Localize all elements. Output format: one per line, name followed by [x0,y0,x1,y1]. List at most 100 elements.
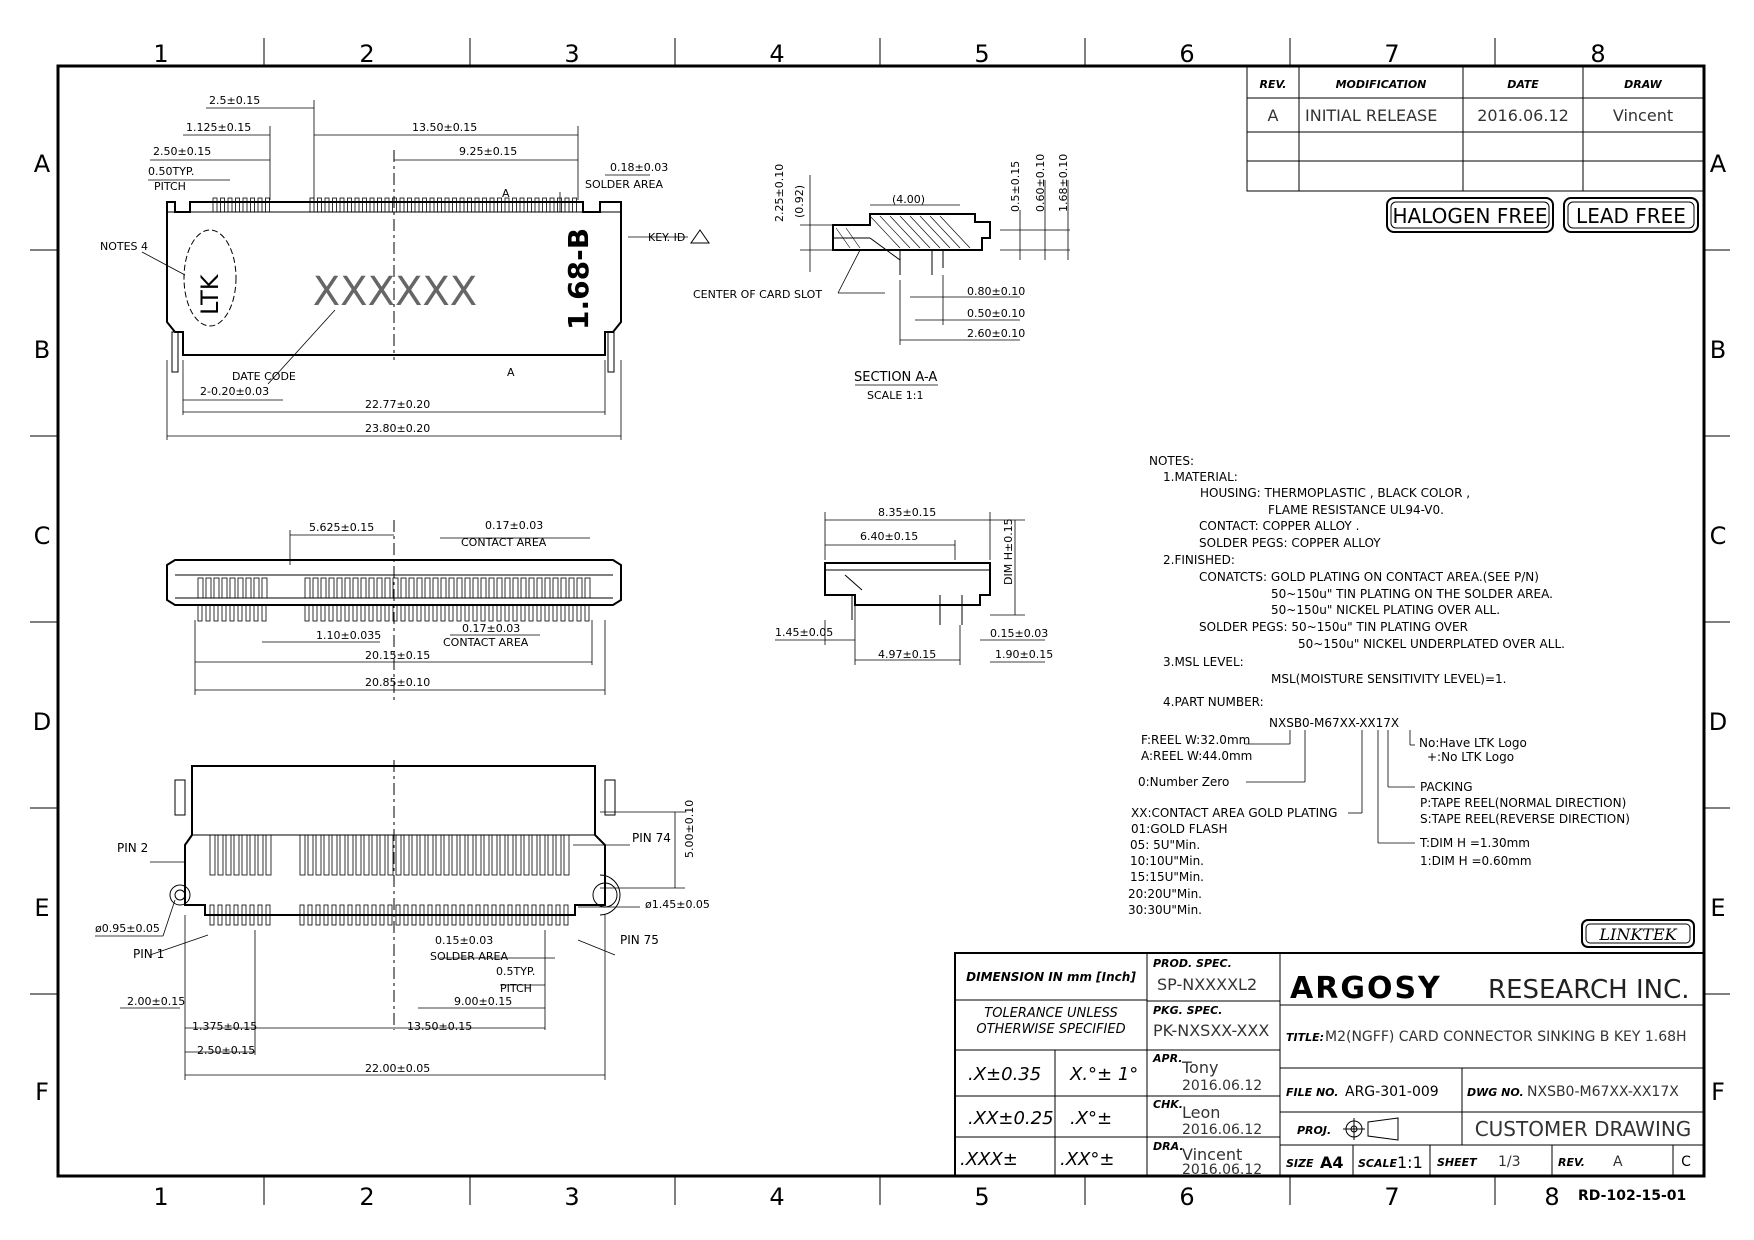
contact-pin [257,197,263,213]
contact-pin [459,197,465,213]
contact-pin [209,834,216,876]
pn-left-5: 05: 5U"Min. [1130,838,1200,852]
rev-cell-modification: INITIAL RELEASE [1305,106,1437,125]
contact-pin [205,604,211,622]
contact-pin [523,834,530,876]
side-dim-8-35: 8.35±0.15 [878,506,936,519]
dim-top-pitch-value: 0.50TYP. [148,165,194,178]
contact-pin [336,577,343,599]
tb-size: A4 [1320,1153,1344,1172]
contact-pin [482,197,487,213]
contact-pin [488,577,495,599]
front-dim-1-10: 1.10±0.035 [316,629,381,642]
contact-pin [408,577,415,599]
pn-left-2: 0:Number Zero [1138,775,1229,789]
contact-pin [414,197,420,213]
contact-pin [422,197,427,213]
contact-pin [459,904,465,926]
pin-1-label: PIN 1 [133,947,164,961]
bottom-dim-22-00: 22.00±0.05 [365,1062,430,1075]
contact-pin [299,834,306,876]
contact-pin [480,604,486,622]
contact-pin [363,904,369,926]
bottom-view-pins [209,834,570,926]
contact-pin [347,834,354,876]
contact-pin [512,577,519,599]
contact-pin [552,577,559,599]
contact-pin [523,904,529,926]
tb-pkg-spec-label: PKG. SPEC. [1153,1004,1222,1017]
front-contact-area-top: CONTACT AREA [461,536,547,549]
contact-pin [452,197,457,213]
contact-pin [528,577,535,599]
tb-tolerance-line1: TOLERANCE UNLESS [984,1006,1117,1021]
contact-pin [474,197,480,213]
contact-pin [456,577,463,599]
top-view-pins [212,197,577,213]
contact-pin [472,577,479,599]
side-dim-dim-h: DIM H±0.15 [1002,518,1015,585]
dim-top-0-18: 0.18±0.03 [610,161,668,174]
contact-pin [403,834,410,876]
side-dim-4-97: 4.97±0.15 [878,648,936,661]
contact-pin [242,197,248,213]
company-name: RESEARCH INC. [1488,975,1690,1005]
tb-tol-ang2: .X°± [1070,1108,1112,1129]
contact-pin [339,834,346,876]
contact-pin [352,604,358,622]
dim-top-22-77: 22.77±0.20 [365,398,430,411]
tb-dra-date: 2016.06.12 [1182,1162,1262,1178]
contact-pin [261,604,267,622]
contact-pin [217,904,223,926]
contact-pin [475,834,482,876]
contact-pin [584,604,590,622]
contact-pin [536,604,542,622]
contact-pin [531,904,537,926]
contact-pin [399,197,405,213]
col-label-top-6: 6 [1179,40,1194,68]
form-number: RD-102-15-01 [1578,1188,1686,1204]
contact-pin [241,834,248,876]
notes-line-13: MSL(MOISTURE SENSITIVITY LEVEL)=1. [1271,672,1507,686]
contact-pin [249,904,255,926]
lead-free-badge: LEAD FREE [1563,197,1699,233]
front-dim-0-17-bottom: 0.17±0.03 [462,622,520,635]
contact-pin [424,577,431,599]
contact-pin [312,577,319,599]
halogen-free-text: HALOGEN FREE [1392,204,1547,228]
linktek-logo: LINKTEK [1581,919,1695,948]
contact-pin [499,834,506,876]
contact-pin [315,834,322,876]
contact-pin [362,197,367,213]
dim-top-9-25: 9.25±0.15 [459,145,517,158]
tb-title: M2(NGFF) CARD CONNECTOR SINKING B KEY 1.… [1325,1029,1687,1045]
contact-pin [491,834,498,876]
notes-line-6: 2.FINISHED: [1163,553,1235,567]
company-logo-argosy: ARGOSY [1290,971,1442,1006]
front-dim-20-15: 20.15±0.15 [365,649,430,662]
dim-top-13-50: 13.50±0.15 [412,121,477,134]
contact-pin [497,197,502,213]
row-label-right-c: C [1710,522,1727,550]
contact-pin [227,197,233,213]
pn-left-4: 01:GOLD FLASH [1131,822,1228,836]
col-label-top-1: 1 [153,40,168,68]
contact-pin [371,904,377,926]
contact-pin [568,604,574,622]
tb-pkg-spec: PK-NXSXX-XXX [1153,1021,1269,1040]
bottom-dim-1-375: 1.375±0.15 [192,1020,257,1033]
contact-pin [197,577,204,599]
contact-pin [387,904,393,926]
contact-pin [213,604,219,622]
side-view: 8.35±0.15 6.40±0.15 DIM H±0.15 1.45±0.05… [775,506,1053,665]
contact-pin [531,834,538,876]
contact-pin [328,577,335,599]
drawing-frame: 1 2 3 4 5 6 7 8 1 2 3 4 5 6 7 8 A B C D … [30,38,1730,1211]
contact-pin [384,577,391,599]
col-label-bottom-8: 8 [1544,1183,1559,1211]
contact-pin [552,604,558,622]
rev-cell-date: 2016.06.12 [1477,106,1569,125]
date-code-callout: DATE CODE [232,370,296,383]
contact-pin [432,604,438,622]
contact-pin [542,197,547,213]
